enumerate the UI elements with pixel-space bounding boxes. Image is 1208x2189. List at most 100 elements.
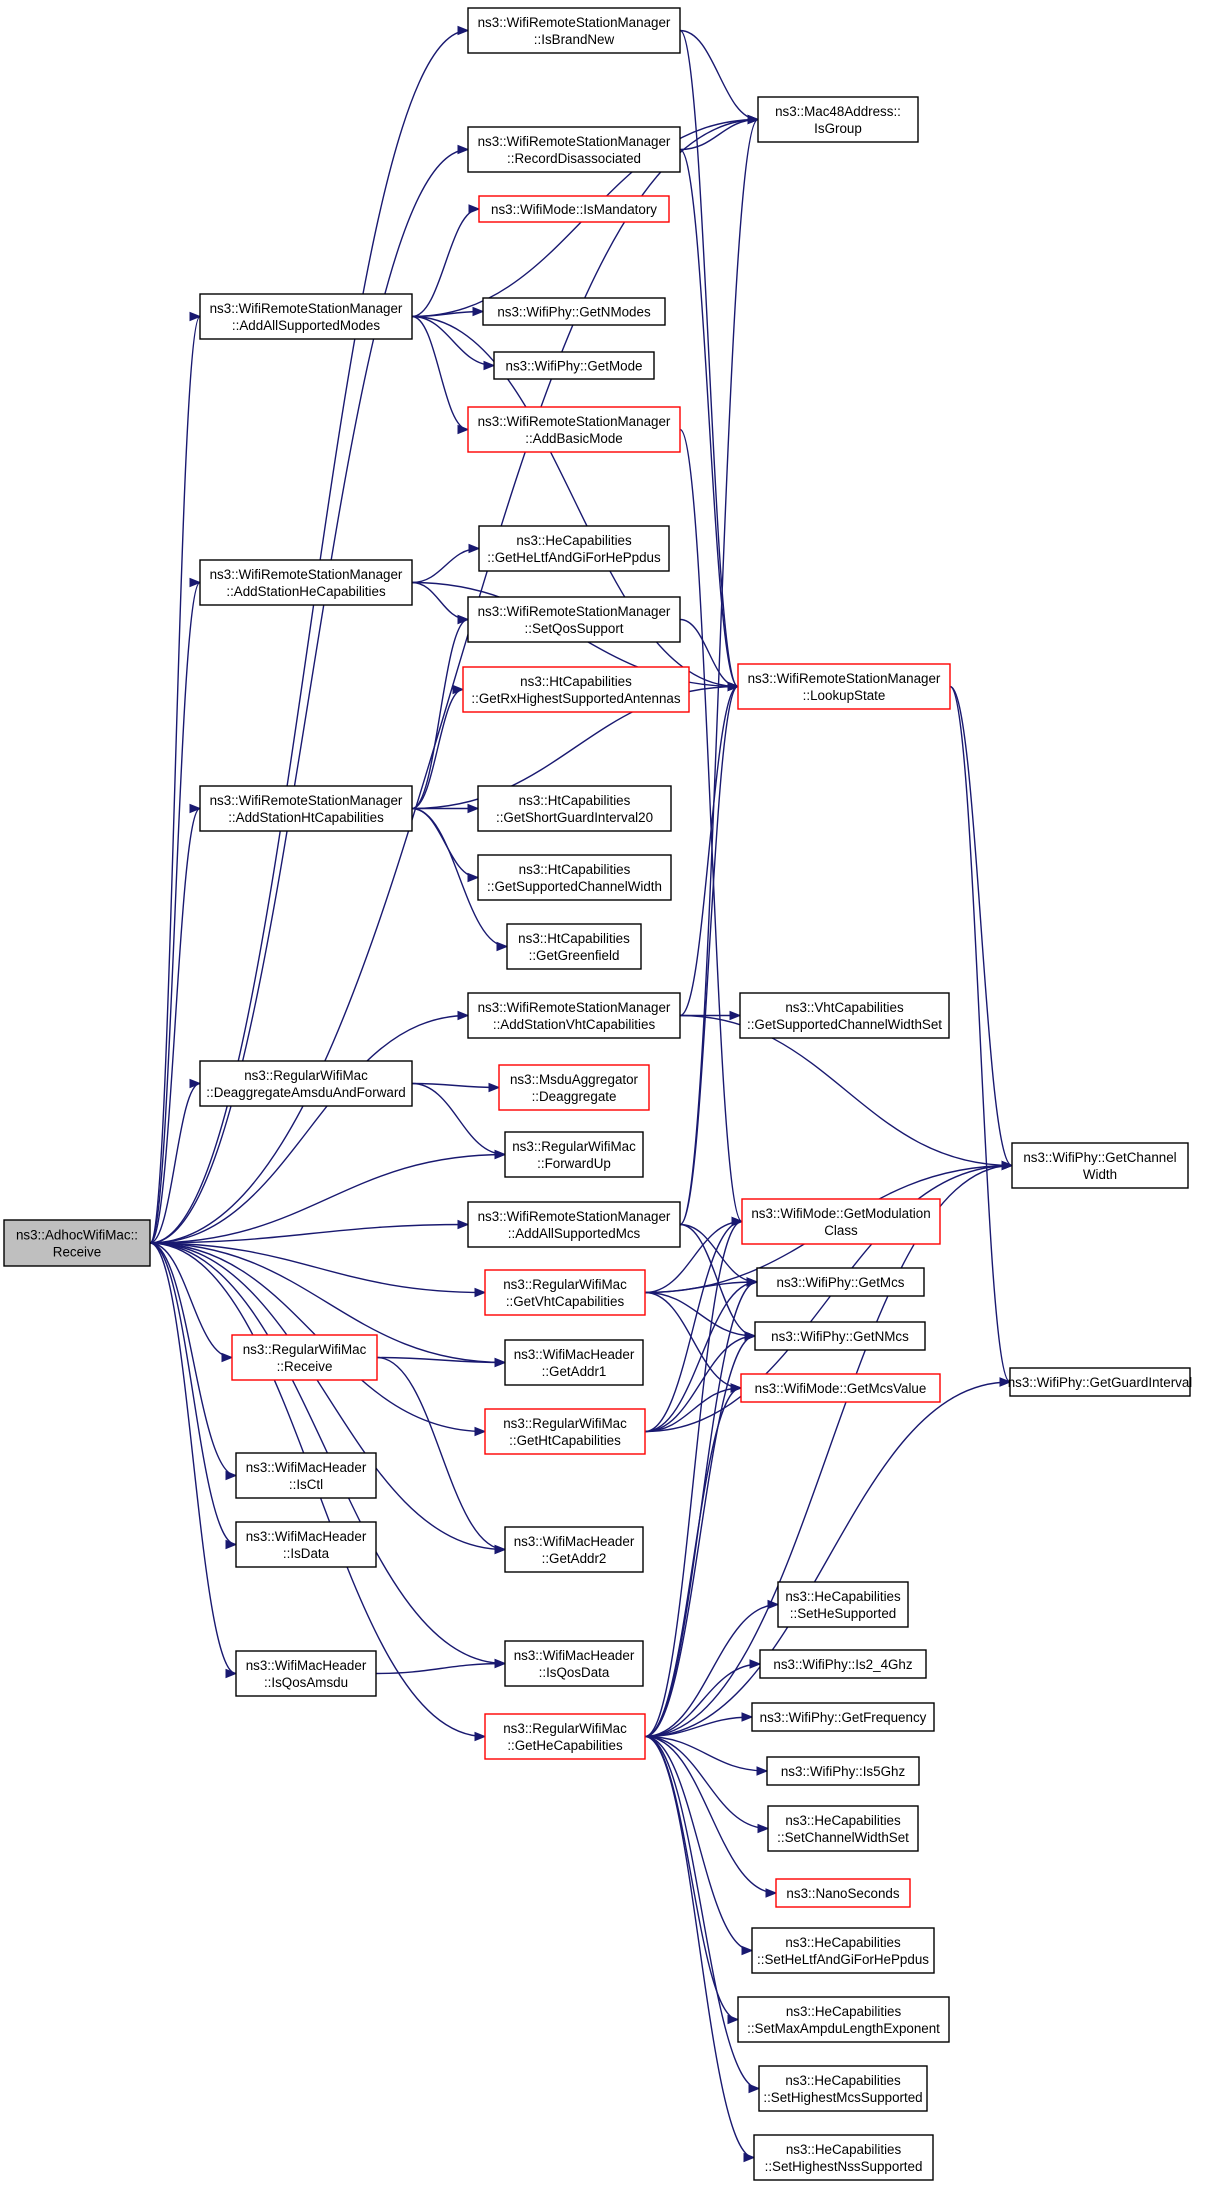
node-box bbox=[1009, 1367, 1191, 1397]
node-is5[interactable]: ns3::WifiPhy::Is5Ghz bbox=[766, 1756, 920, 1786]
node-getHtCap[interactable]: ns3::RegularWifiMac::GetHtCapabilities bbox=[484, 1408, 646, 1455]
node-setHighestNss[interactable]: ns3::HeCapabilities::SetHighestNssSuppor… bbox=[753, 2134, 934, 2181]
edge-root-to-isCtl bbox=[149, 1242, 238, 1481]
node-box bbox=[751, 1927, 935, 1974]
node-getHeCap[interactable]: ns3::RegularWifiMac::GetHeCapabilities bbox=[484, 1713, 646, 1760]
node-forwardUp[interactable]: ns3::RegularWifiMac::ForwardUp bbox=[504, 1131, 644, 1178]
edge-addAllSupportedModes-to-addBasicMode bbox=[411, 315, 470, 435]
node-label: ::IsCtl bbox=[289, 1477, 323, 1492]
node-label: ns3::NanoSeconds bbox=[786, 1886, 899, 1901]
node-getGuardInterval[interactable]: ns3::WifiPhy::GetGuardInterval bbox=[1008, 1367, 1193, 1397]
node-label: ns3::WifiMacHeader bbox=[514, 1347, 635, 1362]
edge-getHeCap-to-nanoSeconds bbox=[644, 1735, 778, 1898]
node-getMcs[interactable]: ns3::WifiPhy::GetMcs bbox=[756, 1267, 925, 1297]
node-box bbox=[737, 663, 951, 710]
node-addStationHt[interactable]: ns3::WifiRemoteStationManager::AddStatio… bbox=[199, 785, 413, 832]
node-setHeSupported[interactable]: ns3::HeCapabilities::SetHeSupported bbox=[777, 1581, 909, 1628]
edge-getHeCap-to-setChanWidthSet bbox=[644, 1735, 770, 1834]
node-box bbox=[504, 1131, 644, 1178]
node-label: ::GetGreenfield bbox=[529, 948, 620, 963]
node-getSupChanWidth[interactable]: ns3::HtCapabilities::GetSupportedChannel… bbox=[477, 854, 672, 901]
node-box bbox=[484, 1713, 646, 1760]
edge-deaggregateFwd-to-deaggregate bbox=[411, 1082, 501, 1093]
node-setMaxAmpdu[interactable]: ns3::HeCapabilities::SetMaxAmpduLengthEx… bbox=[737, 1996, 950, 2043]
node-setChanWidthSet[interactable]: ns3::HeCapabilities::SetChannelWidthSet bbox=[767, 1805, 919, 1852]
node-label: ::GetAddr1 bbox=[542, 1364, 607, 1379]
node-label: ::SetHeLtfAndGiForHePpdus bbox=[757, 1952, 929, 1967]
node-label: ::AddStationHeCapabilities bbox=[226, 584, 386, 599]
node-isCtl[interactable]: ns3::WifiMacHeader::IsCtl bbox=[235, 1452, 377, 1499]
node-setHighestMcs[interactable]: ns3::HeCapabilities::SetHighestMcsSuppor… bbox=[758, 2065, 928, 2112]
node-isQosAmsdu[interactable]: ns3::WifiMacHeader::IsQosAmsdu bbox=[235, 1650, 377, 1697]
node-getGreenfield[interactable]: ns3::HtCapabilities::GetGreenfield bbox=[506, 923, 642, 970]
node-getMode[interactable]: ns3::WifiPhy::GetMode bbox=[493, 351, 655, 380]
node-rwmReceive[interactable]: ns3::RegularWifiMac::Receive bbox=[231, 1334, 378, 1381]
node-deaggregateFwd[interactable]: ns3::RegularWifiMac::DeaggregateAmsduAnd… bbox=[199, 1060, 413, 1107]
node-label: ns3::AdhocWifiMac:: bbox=[16, 1228, 138, 1243]
node-box bbox=[758, 2065, 928, 2112]
node-box bbox=[467, 596, 681, 643]
node-setHeLtf[interactable]: ns3::HeCapabilities::SetHeLtfAndGiForHeP… bbox=[751, 1927, 935, 1974]
node-getShortGuard[interactable]: ns3::HtCapabilities::GetShortGuardInterv… bbox=[477, 785, 672, 832]
node-label: ns3::WifiMacHeader bbox=[246, 1658, 367, 1673]
node-getHeLtf[interactable]: ns3::HeCapabilities::GetHeLtfAndGiForHeP… bbox=[478, 525, 670, 572]
node-label: ns3::WifiRemoteStationManager bbox=[478, 1209, 671, 1224]
node-label: ::GetShortGuardInterval20 bbox=[496, 810, 653, 825]
node-box bbox=[235, 1452, 377, 1499]
node-label: ::ForwardUp bbox=[537, 1156, 611, 1171]
node-label: ns3::WifiRemoteStationManager bbox=[478, 15, 671, 30]
node-addAllSupportedMcs[interactable]: ns3::WifiRemoteStationManager::AddAllSup… bbox=[467, 1201, 681, 1248]
node-box bbox=[506, 923, 642, 970]
node-label: ::GetSupportedChannelWidth bbox=[487, 879, 662, 894]
node-getFreq[interactable]: ns3::WifiPhy::GetFrequency bbox=[751, 1702, 935, 1732]
node-label: ::AddBasicMode bbox=[525, 431, 623, 446]
node-label: ns3::HeCapabilities bbox=[785, 1589, 901, 1604]
node-getVhtCap[interactable]: ns3::RegularWifiMac::GetVhtCapabilities bbox=[484, 1269, 646, 1316]
node-root[interactable]: ns3::AdhocWifiMac::Receive bbox=[3, 1219, 151, 1267]
node-addStationHe[interactable]: ns3::WifiRemoteStationManager::AddStatio… bbox=[199, 559, 413, 606]
node-addStationVht[interactable]: ns3::WifiRemoteStationManager::AddStatio… bbox=[467, 992, 681, 1039]
edge-lookupState-to-getChannelWidth bbox=[949, 685, 1014, 1171]
node-recordDisassoc[interactable]: ns3::WifiRemoteStationManager::RecordDis… bbox=[467, 126, 681, 173]
node-isMandatory[interactable]: ns3::WifiMode::IsMandatory bbox=[478, 195, 670, 223]
node-addAllSupportedModes[interactable]: ns3::WifiRemoteStationManager::AddAllSup… bbox=[199, 293, 413, 340]
node-addBasicMode[interactable]: ns3::WifiRemoteStationManager::AddBasicM… bbox=[467, 406, 681, 453]
node-box bbox=[754, 1321, 926, 1351]
edge-getHeCap-to-is5 bbox=[644, 1735, 769, 1776]
node-is24[interactable]: ns3::WifiPhy::Is2_4Ghz bbox=[759, 1649, 927, 1679]
node-getAddr1[interactable]: ns3::WifiMacHeader::GetAddr1 bbox=[504, 1339, 644, 1386]
node-isData[interactable]: ns3::WifiMacHeader::IsData bbox=[235, 1521, 377, 1568]
node-isBrandNew[interactable]: ns3::WifiRemoteStationManager::IsBrandNe… bbox=[467, 7, 681, 54]
node-label: ::AddAllSupportedMcs bbox=[508, 1226, 641, 1241]
node-setQos[interactable]: ns3::WifiRemoteStationManager::SetQosSup… bbox=[467, 596, 681, 643]
node-label: ::DeaggregateAmsduAndForward bbox=[206, 1085, 405, 1100]
node-box bbox=[477, 854, 672, 901]
node-label: ns3::WifiPhy::GetNModes bbox=[497, 305, 651, 320]
node-box bbox=[199, 559, 413, 606]
node-label: ::GetAddr2 bbox=[542, 1551, 607, 1566]
node-label: ns3::RegularWifiMac bbox=[503, 1416, 627, 1431]
node-lookupState[interactable]: ns3::WifiRemoteStationManager::LookupSta… bbox=[737, 663, 951, 710]
node-label: ns3::HtCapabilities bbox=[520, 674, 632, 689]
node-vhtGetSupChan[interactable]: ns3::VhtCapabilities::GetSupportedChanne… bbox=[739, 992, 950, 1039]
node-label: ns3::WifiRemoteStationManager bbox=[210, 301, 403, 316]
node-isQosData[interactable]: ns3::WifiMacHeader::IsQosData bbox=[504, 1640, 644, 1687]
node-box bbox=[739, 992, 950, 1039]
node-label: ns3::WifiMacHeader bbox=[514, 1648, 635, 1663]
node-getNMcs[interactable]: ns3::WifiPhy::GetNMcs bbox=[754, 1321, 926, 1351]
node-getRxHighest[interactable]: ns3::HtCapabilities::GetRxHighestSupport… bbox=[462, 666, 690, 713]
node-isGroup[interactable]: ns3::Mac48Address::IsGroup bbox=[757, 96, 919, 143]
node-label: ns3::VhtCapabilities bbox=[785, 1000, 904, 1015]
node-label: ns3::WifiPhy::GetNMcs bbox=[771, 1329, 909, 1344]
node-getAddr2[interactable]: ns3::WifiMacHeader::GetAddr2 bbox=[504, 1526, 644, 1573]
edge-root-to-getVhtCap bbox=[149, 1242, 487, 1298]
node-deaggregate[interactable]: ns3::MsduAggregator::Deaggregate bbox=[498, 1064, 650, 1111]
node-getMcsValue[interactable]: ns3::WifiMode::GetMcsValue bbox=[740, 1373, 941, 1403]
node-nanoSeconds[interactable]: ns3::NanoSeconds bbox=[775, 1878, 911, 1908]
node-getNModes[interactable]: ns3::WifiPhy::GetNModes bbox=[482, 297, 666, 326]
node-label: ns3::RegularWifiMac bbox=[503, 1721, 627, 1736]
node-label: ns3::WifiPhy::GetGuardInterval bbox=[1008, 1375, 1193, 1390]
